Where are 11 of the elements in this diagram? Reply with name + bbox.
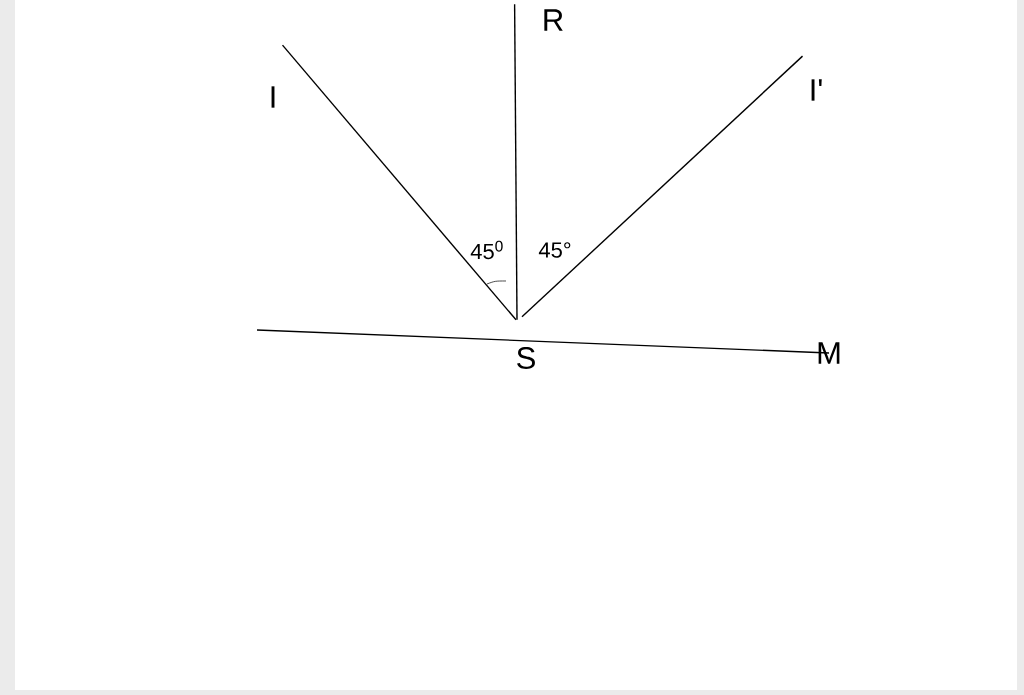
ray-line [256,329,830,354]
point-label: I [271,86,275,108]
point-label: M [818,342,840,364]
point-label: R [544,9,563,31]
ray-line [521,55,804,318]
angle-label: 45$^{0}$ [470,240,503,260]
point-label: I' [811,79,822,101]
point-label: S [517,347,535,369]
ray-line [281,44,517,321]
angle-label: 45° [538,242,571,258]
ray-line [513,3,518,321]
